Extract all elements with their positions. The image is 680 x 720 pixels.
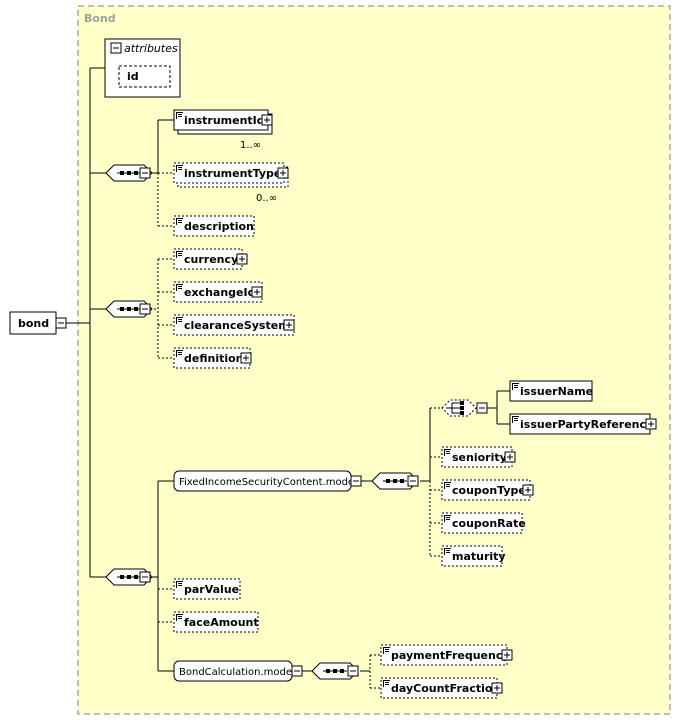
- svg-text:maturity: maturity: [452, 550, 506, 563]
- element-dayCountFraction[interactable]: dayCountFraction: [380, 677, 503, 699]
- element-faceAmount[interactable]: faceAmount: [173, 611, 259, 633]
- svg-text:parValue: parValue: [184, 583, 239, 596]
- svg-text:FixedIncomeSecurityContent.mod: FixedIncomeSecurityContent.model: [179, 477, 357, 488]
- svg-text:issuerName: issuerName: [520, 385, 593, 398]
- group-bond-box: [77, 5, 671, 715]
- element-issuerPartyReference[interactable]: issuerPartyReference: [509, 413, 657, 435]
- element-exchangeId[interactable]: exchangeId: [173, 281, 263, 303]
- element-couponType[interactable]: couponType: [441, 479, 534, 501]
- svg-text:paymentFrequency: paymentFrequency: [391, 649, 510, 662]
- group-FixedIncomeSecurityContent-model[interactable]: FixedIncomeSecurityContent.model: [173, 470, 362, 492]
- element-parValue[interactable]: parValue: [173, 578, 241, 600]
- svg-text:definition: definition: [184, 352, 244, 365]
- element-paymentFrequency[interactable]: paymentFrequency: [380, 644, 513, 666]
- element-definition[interactable]: definition: [173, 347, 252, 369]
- svg-text:seniority: seniority: [452, 451, 507, 464]
- svg-text:BondCalculation.model: BondCalculation.model: [179, 667, 295, 678]
- attribute-id-label: id: [127, 70, 139, 83]
- element-instrumentId[interactable]: instrumentId: [173, 109, 273, 135]
- svg-text:instrumentType: instrumentType: [184, 167, 281, 180]
- root-bond-label: bond: [18, 317, 49, 330]
- connectors: [66, 67, 510, 672]
- element-description[interactable]: description: [173, 215, 255, 237]
- svg-text:clearanceSystem: clearanceSystem: [184, 319, 290, 332]
- svg-text:currency: currency: [184, 253, 238, 266]
- svg-text:couponType: couponType: [452, 484, 526, 497]
- element-maturity[interactable]: maturity: [441, 545, 506, 567]
- svg-text:faceAmount: faceAmount: [184, 616, 259, 629]
- occurs-instrumentId: 1..∞: [240, 140, 261, 151]
- element-issuerName[interactable]: issuerName: [509, 380, 593, 402]
- group-BondCalculation-model[interactable]: BondCalculation.model: [173, 660, 303, 682]
- choice-icon: [441, 399, 477, 417]
- element-clearanceSystem[interactable]: clearanceSystem: [173, 314, 295, 336]
- element-instrumentType[interactable]: instrumentType: [173, 162, 289, 188]
- svg-text:issuerPartyReference: issuerPartyReference: [520, 418, 654, 431]
- svg-text:dayCountFraction: dayCountFraction: [391, 682, 500, 695]
- svg-text:description: description: [184, 220, 254, 233]
- group-bond-title: Bond: [84, 12, 116, 25]
- element-currency[interactable]: currency: [173, 248, 248, 270]
- element-couponRate[interactable]: couponRate: [441, 512, 526, 534]
- svg-text:couponRate: couponRate: [452, 517, 526, 530]
- occurs-instrumentType: 0..∞: [256, 193, 277, 204]
- optional-connectors: [150, 172, 442, 689]
- svg-text:exchangeId: exchangeId: [184, 286, 255, 299]
- attributes-title: attributes: [124, 42, 178, 55]
- svg-text:instrumentId: instrumentId: [184, 114, 265, 127]
- element-seniority[interactable]: seniority: [441, 446, 516, 468]
- attribute-id-box: [118, 65, 171, 88]
